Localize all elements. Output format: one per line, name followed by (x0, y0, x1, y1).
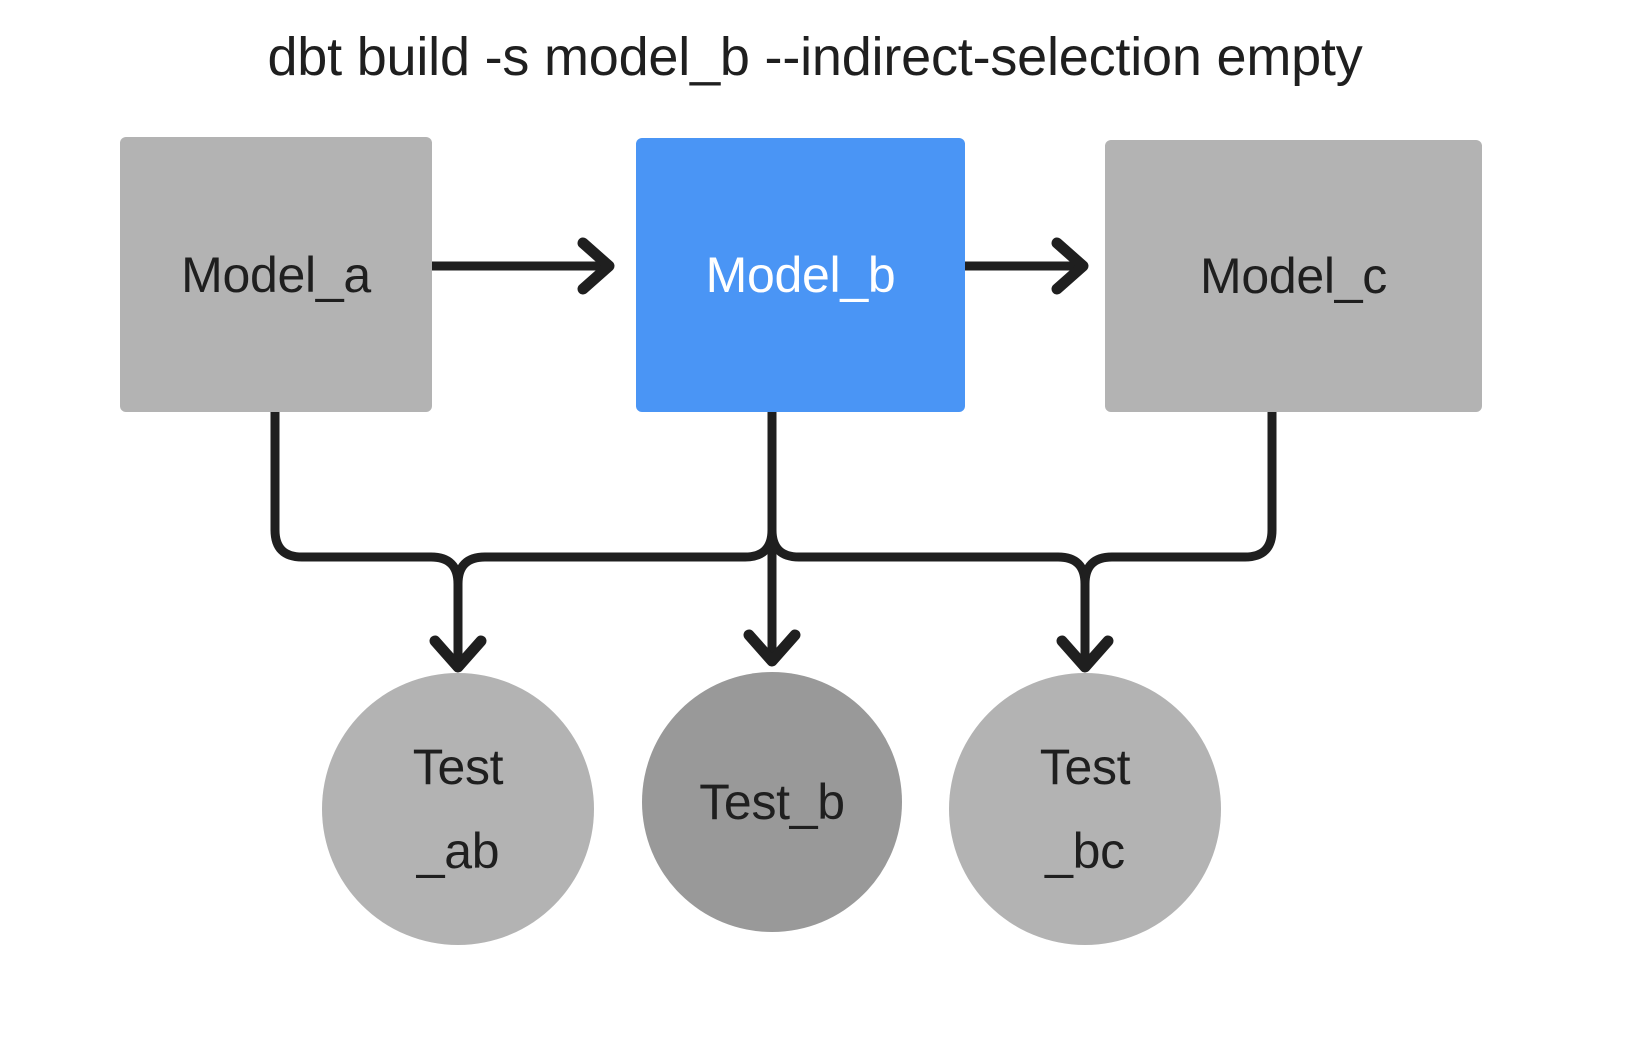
edge-model-a-to-test-ab (270, 407, 463, 671)
node-test-b-label: Test_b (699, 774, 845, 830)
edge-model-c-to-test-bc (1080, 407, 1277, 671)
node-model-a-label: Model_a (181, 246, 371, 303)
node-test-b[interactable]: Test_b (642, 672, 902, 932)
edge-model-b-to-test-ab (453, 407, 777, 671)
node-model-c[interactable]: Model_c (1105, 140, 1482, 412)
node-test-bc-label: Test _bc (1039, 739, 1131, 879)
node-model-c-label: Model_c (1200, 248, 1387, 304)
node-test-ab-label: Test _ab (412, 739, 504, 879)
edge-model-b-to-test-bc (767, 407, 1090, 671)
edge-model-a-to-model-b (427, 237, 615, 295)
node-model-b[interactable]: Model_b (636, 138, 965, 412)
page-title: dbt build -s model_b --indirect-selectio… (267, 27, 1363, 87)
node-test-bc[interactable]: Test _bc (949, 673, 1221, 945)
arrowhead-test-bc (1056, 635, 1114, 673)
node-model-b-label: Model_b (705, 247, 896, 303)
edge-model-b-to-model-c (960, 237, 1089, 295)
arrowhead-test-ab (429, 635, 487, 673)
node-test-ab[interactable]: Test _ab (322, 673, 594, 945)
node-model-a[interactable]: Model_a (120, 137, 432, 412)
